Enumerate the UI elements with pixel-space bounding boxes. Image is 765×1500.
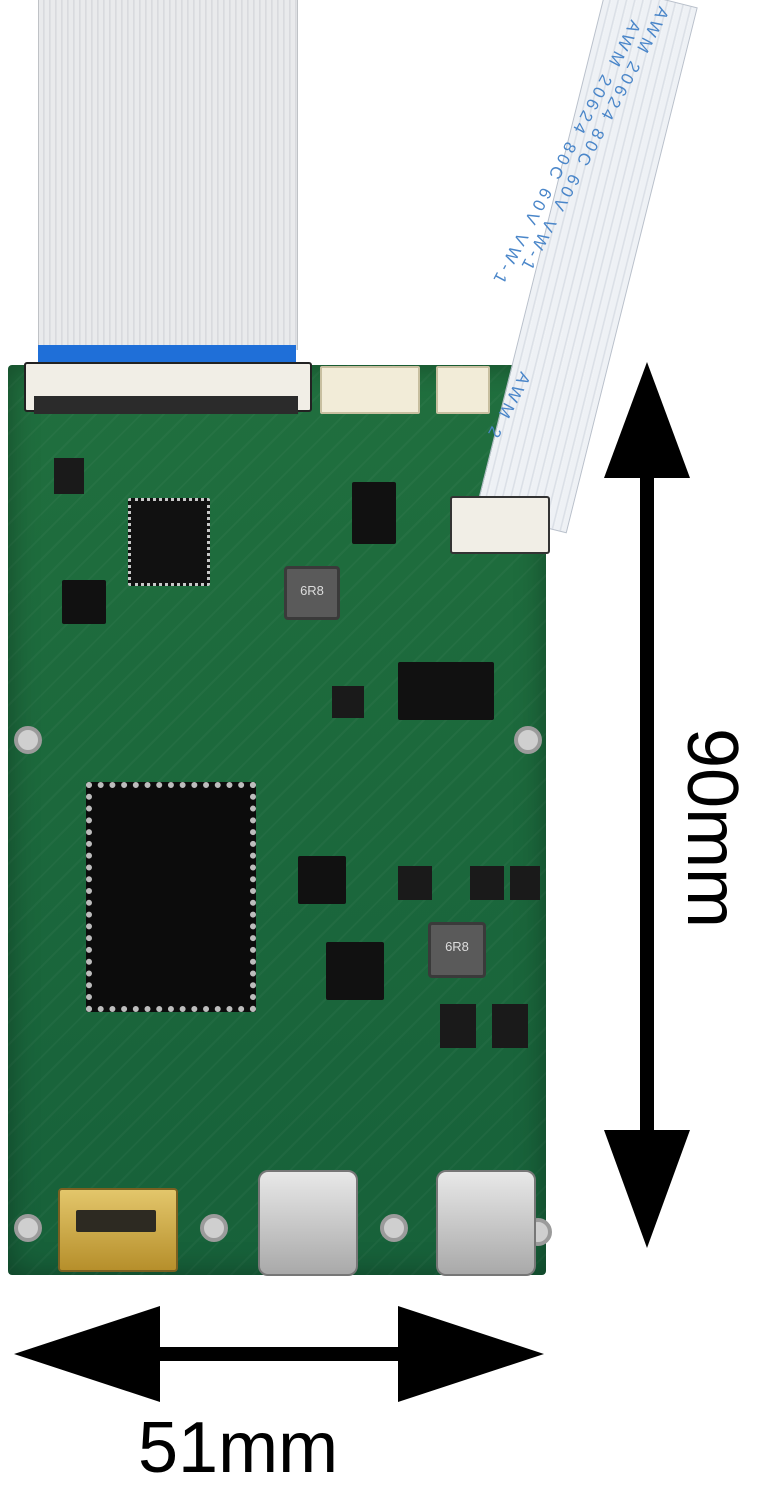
main-processor-chip bbox=[86, 782, 256, 1012]
soic-chip-2 bbox=[298, 856, 346, 904]
small-component bbox=[398, 866, 432, 900]
small-qfn-chip bbox=[62, 580, 106, 624]
usb-c-port bbox=[436, 1170, 536, 1276]
height-dimension-label: 90mm bbox=[672, 727, 753, 929]
inductor: 6R8 bbox=[284, 566, 340, 620]
tssop-chip bbox=[398, 662, 494, 720]
vertical-dimension-arrow bbox=[604, 362, 690, 1248]
jst-connector-2pin bbox=[436, 366, 490, 414]
fpc-connector-slot bbox=[34, 396, 298, 414]
small-component bbox=[54, 458, 84, 494]
inductor-marking: 6R8 bbox=[300, 583, 324, 598]
qfn-chip bbox=[326, 942, 384, 1000]
mounting-hole bbox=[14, 726, 42, 754]
hdmi-port-opening bbox=[76, 1210, 156, 1232]
mounting-hole bbox=[380, 1214, 408, 1242]
mounting-hole bbox=[514, 726, 542, 754]
inductor: 6R8 bbox=[428, 922, 486, 978]
wide-ribbon-cable bbox=[38, 0, 298, 350]
mounting-hole bbox=[200, 1214, 228, 1242]
secondary-chip bbox=[128, 498, 210, 586]
inductor-marking: 6R8 bbox=[445, 939, 469, 954]
jst-connector-4pin bbox=[320, 366, 420, 414]
soic-chip bbox=[352, 482, 396, 544]
usb-c-port bbox=[258, 1170, 358, 1276]
horizontal-dimension-arrow bbox=[14, 1306, 544, 1402]
width-dimension-label: 51mm bbox=[138, 1408, 339, 1488]
fpc-connector-small bbox=[450, 496, 550, 554]
small-component bbox=[440, 1004, 476, 1048]
small-component bbox=[510, 866, 540, 900]
ribbon-stiffener bbox=[38, 345, 296, 365]
small-component bbox=[470, 866, 504, 900]
small-component bbox=[492, 1004, 528, 1048]
mounting-hole bbox=[14, 1214, 42, 1242]
small-component bbox=[332, 686, 364, 718]
